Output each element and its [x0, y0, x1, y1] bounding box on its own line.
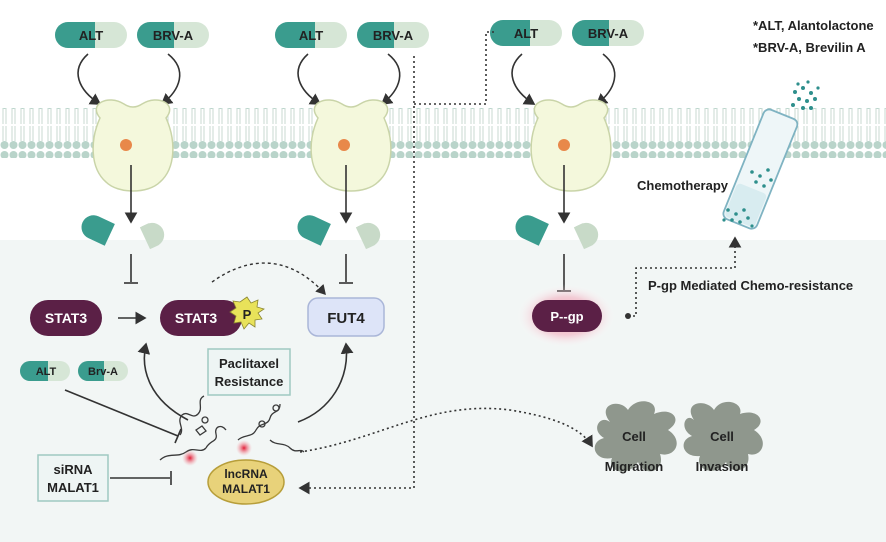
paclitaxel-resistance-box: Paclitaxel Resistance	[207, 348, 291, 396]
phosphate-label: P	[243, 307, 252, 322]
paclitaxel-label-1: Paclitaxel	[219, 356, 279, 371]
pill-alt-label: ALT	[514, 26, 538, 41]
drug-pill-alt-3: ALT	[490, 20, 562, 46]
phosphate-badge	[229, 296, 265, 330]
split-pill-2	[297, 215, 381, 250]
sirna-label-1: siRNA	[53, 462, 93, 477]
pgp-connector-dot	[625, 313, 631, 319]
lncrna-fut4-arrow	[297, 342, 354, 423]
drug-pill-alt-2: ALT	[275, 22, 347, 48]
stat3-p-label: STAT3	[175, 310, 217, 326]
split-pill-3	[515, 215, 599, 250]
ligand-site-dot	[120, 139, 132, 151]
small-pill-alt-label: ALT	[36, 366, 57, 378]
fut4-label: FUT4	[327, 310, 365, 327]
lncrna-malat1-node: lncRNA MALAT1	[207, 459, 285, 505]
cell-invasion-shape: Cell Invasion	[683, 401, 763, 474]
small-pill-inhibition	[64, 389, 182, 444]
pgp-label: P--gp	[550, 309, 583, 324]
migration-label-1: Cell	[622, 429, 646, 444]
pill-brva-label: BRV-A	[373, 28, 414, 43]
receptor-1	[92, 99, 174, 192]
receptor-2	[310, 99, 392, 192]
small-pill-brva: Brv-A	[78, 361, 128, 381]
small-pill-alt: ALT	[20, 361, 70, 381]
chemotherapy-label: Chemotherapy	[637, 178, 729, 193]
dotted-pathway-lines	[298, 31, 593, 495]
drug-binding-arrows	[77, 53, 616, 105]
legend-brva: *BRV-A, Brevilin A	[753, 40, 866, 55]
pill-alt-label: ALT	[299, 28, 323, 43]
chemotherapy-vial	[722, 80, 820, 230]
pgp-node: P--gp	[516, 284, 616, 348]
receptor-signal-arrows	[124, 165, 571, 224]
ligand-site-dot	[338, 139, 350, 151]
small-pill-brva-label: Brv-A	[88, 366, 118, 378]
invasion-label-2: Invasion	[696, 459, 749, 474]
stat3-node: STAT3	[30, 300, 102, 336]
pill-brva-label: BRV-A	[588, 26, 629, 41]
sirna-inhibition	[110, 471, 172, 485]
sirna-label-2: MALAT1	[47, 480, 99, 495]
pgp-resistance-label: P-gp Mediated Chemo-resistance	[648, 278, 853, 293]
paclitaxel-label-2: Resistance	[215, 374, 284, 389]
split-pill-1	[81, 215, 165, 250]
pill-brva-label: BRV-A	[153, 28, 194, 43]
rna-hotspot	[182, 450, 198, 466]
invasion-label-1: Cell	[710, 429, 734, 444]
receptor-3	[530, 99, 612, 192]
legend-alt: *ALT, Alantolactone	[753, 18, 874, 33]
pill-alt-label: ALT	[79, 28, 103, 43]
pgp-chemo-dotted-arrow	[628, 236, 742, 317]
drug-pill-brva-2: BRV-A	[357, 22, 429, 48]
lncrna-label-2: MALAT1	[222, 482, 270, 496]
migration-label-2: Migration	[605, 459, 664, 474]
fut4-node: FUT4	[307, 297, 385, 337]
lncrna-label-1: lncRNA	[224, 467, 268, 481]
drug-pill-brva-1: BRV-A	[137, 22, 209, 48]
lncrna-stat3-arrow	[137, 342, 189, 421]
cell-migration-shape: Cell Migration	[594, 401, 677, 474]
rna-hotspot	[236, 440, 252, 456]
ligand-site-dot	[558, 139, 570, 151]
sirna-box: siRNA MALAT1	[37, 454, 109, 502]
stat3-label: STAT3	[45, 310, 87, 326]
drug-pill-alt-1: ALT	[55, 22, 127, 48]
drug-pill-brva-3: BRV-A	[572, 20, 644, 46]
cytoplasm-area	[0, 240, 886, 542]
stat3-fut4-dashed-arrow	[211, 262, 326, 296]
stat3-p-node: STAT3 P	[160, 296, 265, 336]
